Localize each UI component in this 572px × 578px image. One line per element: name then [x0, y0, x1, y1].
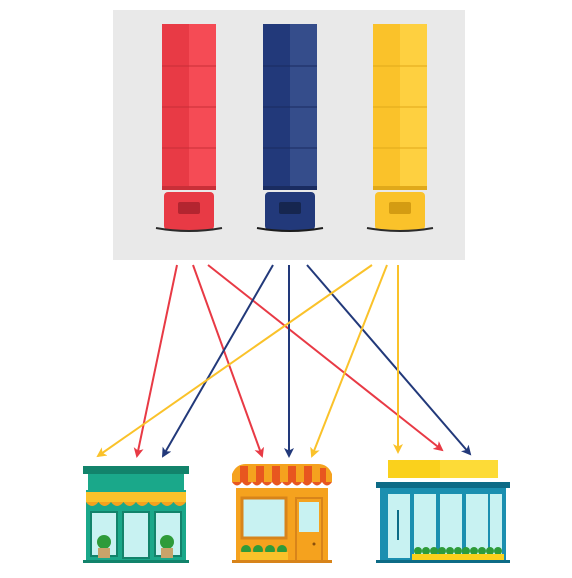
route-blue-to-blue-store — [306, 264, 472, 456]
green-storefront-icon — [83, 466, 189, 563]
yellow-truck-icon — [366, 24, 434, 232]
stores — [83, 460, 510, 563]
route-yellow-to-green-store — [96, 264, 373, 458]
route-red-to-blue-store — [207, 264, 444, 452]
route-red-to-green-store — [133, 264, 178, 458]
trucks — [155, 24, 434, 232]
route-blue-to-green-store — [162, 264, 274, 458]
blue-truck-icon — [256, 24, 324, 232]
blue-storefront-icon — [376, 460, 510, 563]
routes — [96, 264, 472, 458]
orange-storefront-icon — [232, 464, 332, 563]
route-red-to-orange-store — [192, 264, 264, 458]
route-yellow-to-orange-store — [310, 264, 388, 458]
red-truck-icon — [155, 24, 223, 232]
